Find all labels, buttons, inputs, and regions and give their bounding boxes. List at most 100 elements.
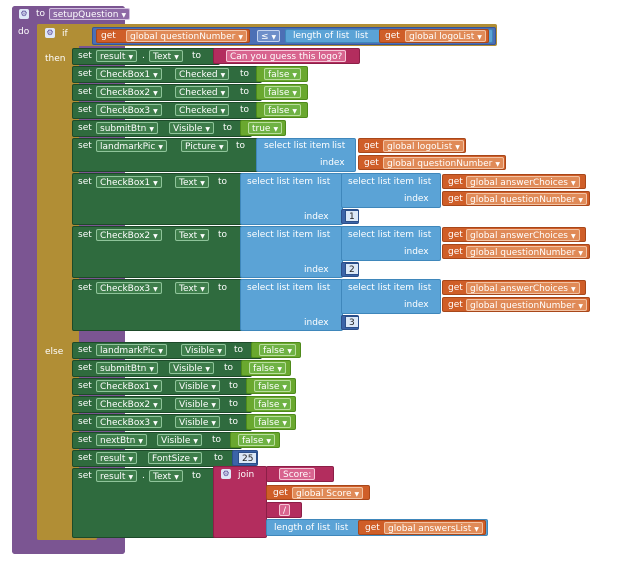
var-dropdown[interactable]: global Score▼ bbox=[292, 487, 364, 499]
dropdown-arrow-icon[interactable]: ▼ bbox=[153, 286, 158, 293]
property-dropdown[interactable]: Checked▼ bbox=[175, 86, 230, 98]
dropdown-arrow-icon[interactable]: ▼ bbox=[218, 144, 224, 151]
dropdown-arrow-icon[interactable]: ▼ bbox=[273, 126, 279, 133]
dropdown-arrow-icon[interactable]: ▼ bbox=[271, 34, 277, 41]
component-dropdown[interactable]: CheckBox1▼ bbox=[96, 176, 162, 188]
select-list-item-outer-block[interactable] bbox=[240, 279, 343, 331]
compare-operator-dropdown[interactable]: ≤▼ bbox=[257, 30, 281, 42]
dropdown-arrow-icon[interactable]: ▼ bbox=[205, 126, 211, 133]
var-dropdown[interactable]: global questionNumber▼ bbox=[466, 299, 587, 311]
property-dropdown[interactable]: Visible▼ bbox=[181, 344, 227, 356]
property-dropdown[interactable]: Visible▼ bbox=[175, 416, 221, 428]
index-number[interactable]: 1 bbox=[345, 210, 359, 222]
gear-icon[interactable]: ⚙ bbox=[45, 28, 55, 38]
component-dropdown[interactable]: result▼ bbox=[96, 452, 138, 464]
component-dropdown[interactable]: CheckBox2▼ bbox=[96, 229, 162, 241]
font-size-number[interactable]: 25 bbox=[238, 452, 258, 464]
dropdown-arrow-icon[interactable]: ▼ bbox=[292, 72, 298, 79]
dropdown-arrow-icon[interactable]: ▼ bbox=[455, 144, 460, 151]
text-value[interactable]: / bbox=[279, 504, 291, 516]
dropdown-arrow-icon[interactable]: ▼ bbox=[571, 180, 576, 187]
property-dropdown[interactable]: Picture▼ bbox=[181, 140, 228, 152]
dropdown-arrow-icon[interactable]: ▼ bbox=[193, 456, 198, 463]
boolean-dropdown[interactable]: false▼ bbox=[264, 68, 302, 80]
text-value[interactable]: Can you guess this logo? bbox=[226, 50, 347, 62]
dropdown-arrow-icon[interactable]: ▼ bbox=[287, 348, 293, 355]
gear-icon[interactable]: ⚙ bbox=[221, 469, 231, 479]
select-list-item-inner-block[interactable] bbox=[341, 173, 441, 208]
dropdown-arrow-icon[interactable]: ▼ bbox=[282, 402, 288, 409]
boolean-dropdown[interactable]: false▼ bbox=[249, 362, 287, 374]
select-list-item-block[interactable] bbox=[256, 138, 356, 172]
dropdown-arrow-icon[interactable]: ▼ bbox=[153, 72, 158, 79]
property-dropdown[interactable]: Text▼ bbox=[175, 176, 209, 188]
select-list-item-outer-block[interactable] bbox=[240, 226, 343, 278]
component-dropdown[interactable]: CheckBox1▼ bbox=[96, 68, 162, 80]
select-list-item-inner-block[interactable] bbox=[341, 226, 441, 261]
dropdown-arrow-icon[interactable]: ▼ bbox=[220, 72, 226, 79]
boolean-dropdown[interactable]: false▼ bbox=[254, 380, 292, 392]
component-dropdown[interactable]: CheckBox3▼ bbox=[96, 416, 162, 428]
component-dropdown[interactable]: submitBtn▼ bbox=[96, 362, 158, 374]
text-value[interactable]: Score: bbox=[279, 468, 316, 480]
property-dropdown[interactable]: Text▼ bbox=[175, 282, 209, 294]
var-dropdown[interactable]: global answerChoices▼ bbox=[466, 282, 580, 294]
dropdown-arrow-icon[interactable]: ▼ bbox=[153, 108, 158, 115]
var-logo-list-dropdown[interactable]: global logoList▼ bbox=[405, 30, 486, 42]
property-dropdown[interactable]: Checked▼ bbox=[175, 68, 230, 80]
dropdown-arrow-icon[interactable]: ▼ bbox=[153, 420, 158, 427]
var-dropdown[interactable]: global questionNumber▼ bbox=[466, 246, 587, 258]
dropdown-arrow-icon[interactable]: ▼ bbox=[211, 420, 217, 427]
var-dropdown[interactable]: global questionNumber▼ bbox=[466, 193, 587, 205]
dropdown-arrow-icon[interactable]: ▼ bbox=[200, 233, 205, 240]
gear-icon[interactable]: ⚙ bbox=[19, 9, 29, 19]
boolean-dropdown[interactable]: false▼ bbox=[254, 398, 292, 410]
dropdown-arrow-icon[interactable]: ▼ bbox=[200, 286, 205, 293]
dropdown-arrow-icon[interactable]: ▼ bbox=[571, 286, 576, 293]
boolean-dropdown[interactable]: true▼ bbox=[248, 122, 283, 134]
property-dropdown[interactable]: Text▼ bbox=[149, 50, 183, 62]
dropdown-arrow-icon[interactable]: ▼ bbox=[211, 402, 217, 409]
dropdown-arrow-icon[interactable]: ▼ bbox=[571, 233, 576, 240]
var-dropdown[interactable]: global answersList▼ bbox=[384, 522, 483, 534]
var-question-number-dropdown[interactable]: global questionNumber▼ bbox=[126, 30, 247, 42]
dropdown-arrow-icon[interactable]: ▼ bbox=[578, 303, 583, 310]
dropdown-arrow-icon[interactable]: ▼ bbox=[217, 348, 223, 355]
dropdown-arrow-icon[interactable]: ▼ bbox=[205, 366, 211, 373]
component-dropdown[interactable]: landmarkPic▼ bbox=[96, 140, 167, 152]
dropdown-arrow-icon[interactable]: ▼ bbox=[153, 384, 158, 391]
dropdown-arrow-icon[interactable]: ▼ bbox=[292, 90, 298, 97]
property-dropdown[interactable]: Text▼ bbox=[175, 229, 209, 241]
select-list-item-inner-block[interactable] bbox=[341, 279, 441, 314]
dropdown-arrow-icon[interactable]: ▼ bbox=[495, 161, 500, 168]
property-dropdown[interactable]: Text▼ bbox=[149, 470, 183, 482]
dropdown-arrow-icon[interactable]: ▼ bbox=[238, 34, 243, 41]
dropdown-arrow-icon[interactable]: ▼ bbox=[277, 366, 283, 373]
dropdown-arrow-icon[interactable]: ▼ bbox=[211, 384, 217, 391]
boolean-dropdown[interactable]: false▼ bbox=[264, 86, 302, 98]
dropdown-arrow-icon[interactable]: ▼ bbox=[128, 54, 134, 61]
dropdown-arrow-icon[interactable]: ▼ bbox=[158, 348, 163, 355]
boolean-dropdown[interactable]: false▼ bbox=[254, 416, 292, 428]
component-dropdown[interactable]: result▼ bbox=[96, 470, 138, 482]
dropdown-arrow-icon[interactable]: ▼ bbox=[153, 180, 158, 187]
dropdown-arrow-icon[interactable]: ▼ bbox=[193, 438, 199, 445]
dropdown-arrow-icon[interactable]: ▼ bbox=[578, 197, 583, 204]
dropdown-arrow-icon[interactable]: ▼ bbox=[149, 366, 154, 373]
var-dropdown[interactable]: global answerChoices▼ bbox=[466, 176, 580, 188]
dropdown-arrow-icon[interactable]: ▼ bbox=[153, 402, 158, 409]
boolean-dropdown[interactable]: false▼ bbox=[259, 344, 297, 356]
var-dropdown[interactable]: global logoList▼ bbox=[383, 140, 464, 152]
dropdown-arrow-icon[interactable]: ▼ bbox=[477, 34, 482, 41]
dropdown-arrow-icon[interactable]: ▼ bbox=[220, 90, 226, 97]
index-number[interactable]: 3 bbox=[345, 316, 359, 328]
dropdown-arrow-icon[interactable]: ▼ bbox=[578, 250, 583, 257]
boolean-dropdown[interactable]: false▼ bbox=[238, 434, 276, 446]
dropdown-arrow-icon[interactable]: ▼ bbox=[282, 420, 288, 427]
dropdown-arrow-icon[interactable]: ▼ bbox=[138, 438, 143, 445]
component-dropdown[interactable]: CheckBox1▼ bbox=[96, 380, 162, 392]
index-number[interactable]: 2 bbox=[345, 263, 359, 275]
dropdown-arrow-icon[interactable]: ▼ bbox=[128, 474, 134, 481]
component-dropdown[interactable]: result▼ bbox=[96, 50, 138, 62]
procedure-name-field[interactable]: setupQuestion▼ bbox=[49, 8, 131, 20]
